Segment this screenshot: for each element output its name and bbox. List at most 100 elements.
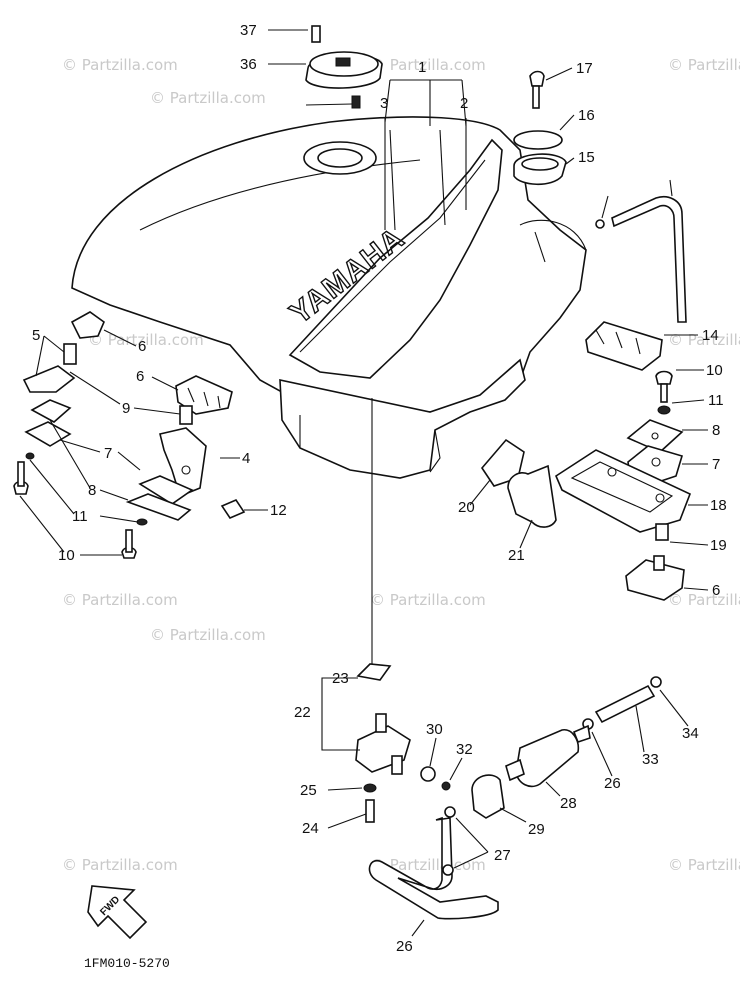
washer-11-lower [136, 518, 148, 526]
callout-32: 34 [682, 725, 699, 742]
callout-13: 14 [702, 327, 719, 344]
fuel-tank: YAMAHA [71, 116, 587, 479]
clip-32 [650, 676, 662, 688]
callout-5: 5 [32, 327, 40, 344]
damper-6-right [625, 559, 685, 601]
band-20 [507, 464, 557, 528]
front-mount-parts [13, 311, 246, 559]
leader-lines [19, 29, 709, 937]
tank-ridge [439, 129, 446, 226]
plate-8-left-top [30, 399, 72, 423]
fuel-filter-27 [515, 729, 580, 788]
leader-19 [469, 479, 491, 506]
callout-6-top: 6 [138, 338, 146, 355]
callout-12: 12 [270, 502, 287, 519]
screw-12 [220, 499, 246, 519]
leader-1 [384, 79, 467, 127]
callout-3: 3 [380, 95, 388, 112]
bolt-10-lower-shank [125, 529, 133, 553]
callout-9: 9 [122, 400, 130, 417]
tank-panel-inner-line [299, 159, 486, 353]
callout-25: 26 [396, 938, 413, 955]
right-bracket-parts [480, 370, 692, 601]
callout-15: 16 [578, 107, 595, 124]
fuel-line-parts [355, 398, 662, 920]
clip-26 [442, 864, 454, 876]
callout-11-right: 11 [708, 392, 724, 409]
damper-6-left-ribs [187, 387, 221, 409]
watermark: © Partzilla.com [62, 856, 178, 874]
callout-1: 1 [418, 59, 426, 76]
callout-27: 28 [560, 795, 577, 812]
watermark: © Partzilla.com [668, 856, 740, 874]
leader-6-left [151, 376, 179, 391]
callout-28: 29 [528, 821, 545, 838]
rubber-7-lower [138, 475, 194, 505]
grommet-14-inner [521, 157, 559, 171]
fuel-cock-lever [375, 713, 387, 733]
rear-mount-parts [513, 70, 687, 371]
leader-26-lower [453, 817, 489, 869]
fuel-filter-27-nozzle [505, 758, 525, 782]
callout-6-left: 6 [136, 368, 144, 385]
bolt-16-shank [532, 85, 540, 109]
callout-10-right: 10 [706, 362, 723, 379]
leader-28 [499, 807, 527, 823]
callout-18: 19 [710, 537, 727, 554]
leader-27 [545, 781, 561, 797]
rubber-7-left [24, 421, 72, 447]
watermark: © Partzilla.com [668, 591, 740, 609]
callout-21: 22 [294, 704, 311, 721]
fuel-cap-assembly [305, 25, 383, 109]
leader-24 [327, 787, 363, 791]
grommet-5 [70, 311, 105, 339]
bolt-16-head [529, 70, 545, 87]
plate-8-right [626, 419, 684, 453]
collar-18 [655, 523, 669, 541]
bracket-17-hole [607, 467, 617, 477]
callout-19: 20 [458, 499, 475, 516]
filter-holder-28 [471, 774, 505, 819]
leader-8-left [49, 419, 129, 501]
clip-26 [444, 806, 456, 818]
screw-23 [365, 799, 375, 823]
washer-11-left [25, 452, 35, 460]
callout-7-right: 7 [712, 456, 720, 473]
leader-35 [305, 103, 353, 106]
callout-numbers: 37 36 1 3 2 17 16 15 14 10 11 8 7 18 19 … [32, 22, 727, 955]
callout-4: 4 [242, 450, 250, 467]
hose-31 [594, 684, 656, 724]
callout-8-left: 8 [88, 482, 96, 499]
leader-6-right [683, 587, 709, 591]
fuel-cock-outlet [391, 755, 403, 775]
tank-side-panel [288, 138, 503, 379]
callout-10-left: 10 [58, 547, 75, 564]
callout-24: 25 [300, 782, 317, 799]
watermark: © Partzilla.com [370, 591, 486, 609]
collar-9 [179, 405, 193, 425]
leader-14 [565, 157, 575, 165]
leader-5 [35, 335, 65, 377]
cap-bolt [351, 95, 361, 109]
leader-10-left [19, 495, 122, 556]
watermark: © Partzilla.com [150, 626, 266, 644]
callout-30: 32 [456, 741, 473, 758]
forward-arrow: FWD [87, 885, 148, 940]
tank-rear-bump [519, 219, 587, 251]
watermarks: © Partzilla.com © Partzilla.com © Partzi… [62, 56, 740, 874]
watermark: © Partzilla.com [370, 856, 486, 874]
tank-ridge [389, 129, 396, 231]
leader-18 [669, 541, 709, 546]
callout-33: 36 [240, 56, 257, 73]
breather-hose-36 [611, 196, 687, 323]
callout-34: 37 [240, 22, 257, 39]
leader-21-22 [321, 677, 360, 751]
watermark: © Partzilla.com [62, 591, 178, 609]
gasket-22 [356, 663, 392, 681]
bolt-10-left-shank [17, 461, 25, 487]
leader-25 [411, 919, 425, 937]
leader-26-right [591, 731, 613, 777]
cap-screw [311, 25, 321, 43]
